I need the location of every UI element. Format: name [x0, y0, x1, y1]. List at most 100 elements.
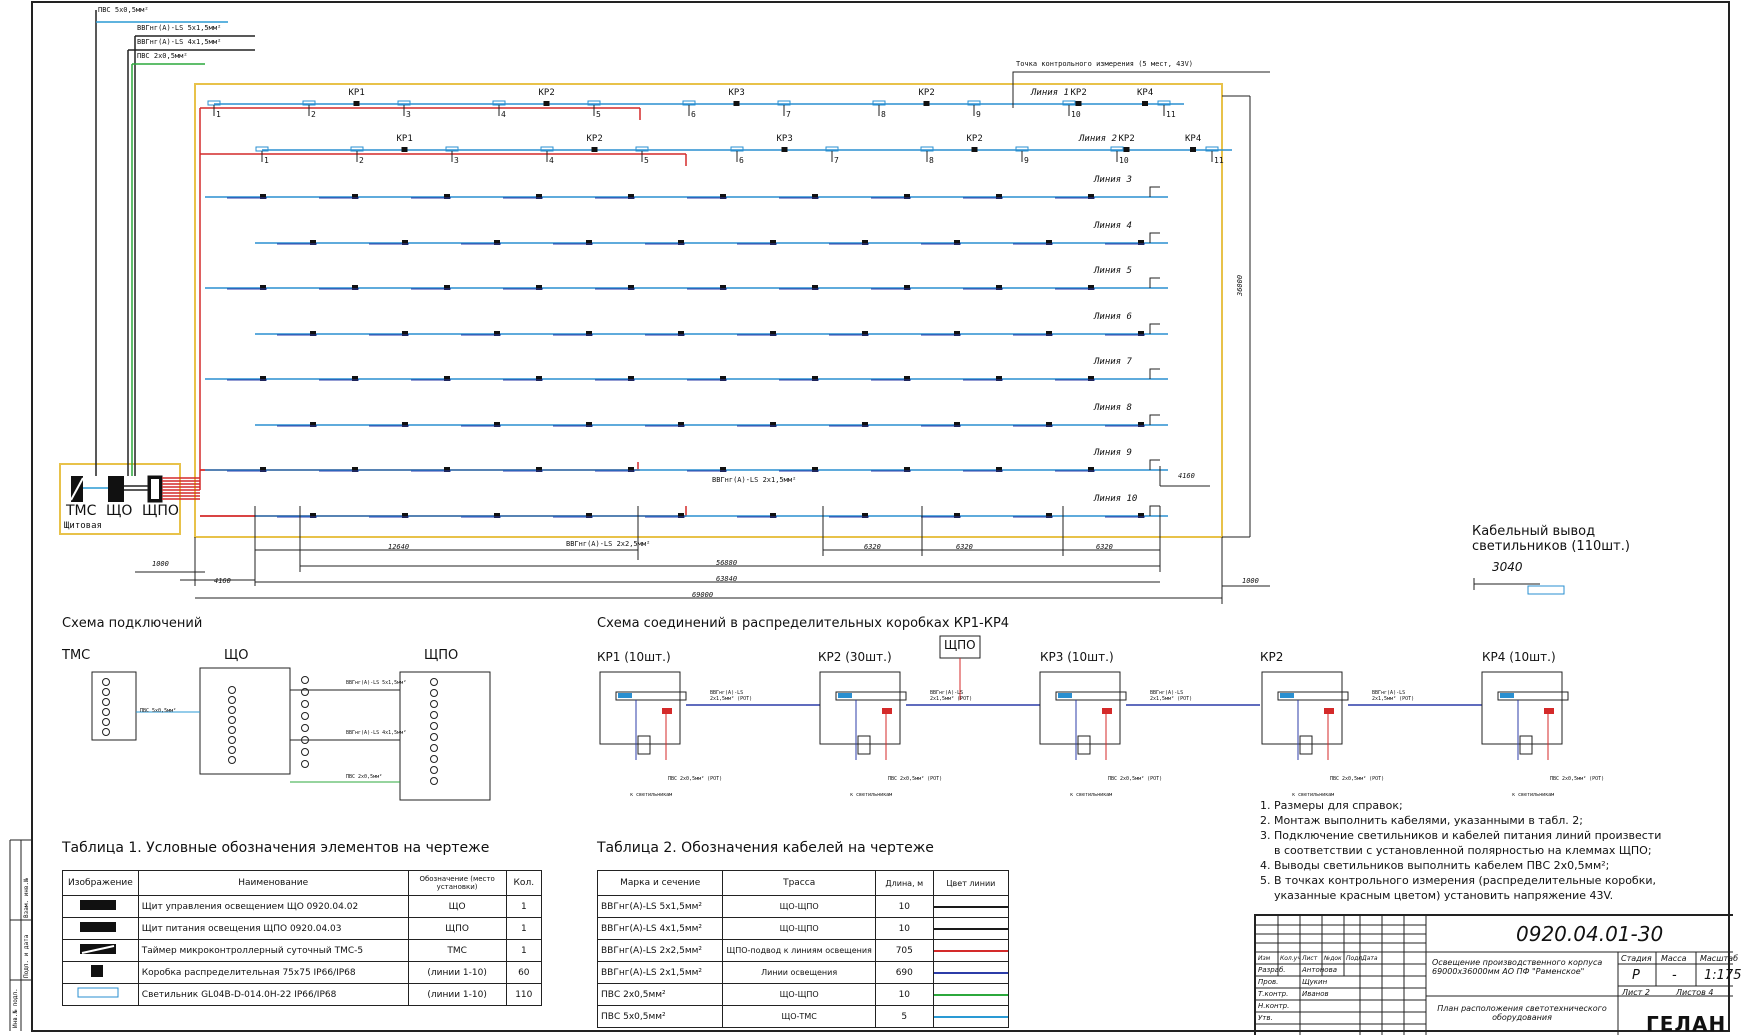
- table2: Марка и сечение Трасса Длина, м Цвет лин…: [596, 870, 1010, 1028]
- terminal-circle: [301, 700, 309, 708]
- line-label: Линия 3: [1094, 175, 1132, 185]
- junction-box: [310, 513, 316, 518]
- table1-header: Обозначение (место установки): [407, 870, 507, 896]
- note-line: 2. Монтаж выполнить кабелями, указанными…: [1260, 814, 1583, 827]
- terminal-circle: [301, 688, 309, 696]
- stamp-row-label: Т.контр.: [1258, 990, 1289, 998]
- cable-label-pvs5: ПВС 5х0,5мм²: [98, 6, 149, 14]
- junction-box: [862, 513, 868, 518]
- table1-qty: 1: [505, 917, 543, 940]
- junction-box: [260, 467, 266, 472]
- stamp-name: Иванов: [1302, 990, 1329, 998]
- junction-box: [352, 285, 358, 290]
- line1-box-label: КР3: [728, 88, 745, 98]
- line2-fixture-number: 1: [264, 156, 269, 165]
- junction-box: [402, 331, 408, 336]
- box-lamps-label: к светильникам: [1292, 792, 1335, 798]
- junction-box: [1088, 376, 1094, 381]
- line1-fixture-number: 1: [216, 110, 221, 119]
- line-label: Линия 7: [1094, 357, 1132, 367]
- table1-code: (линии 1-10): [407, 983, 507, 1006]
- dim-6320a: 6320: [864, 543, 881, 551]
- box-kr3-label: КР3 (10шт.): [1040, 650, 1114, 664]
- line-end-leader: [1149, 459, 1160, 470]
- line1-junction-box: [1075, 101, 1082, 106]
- junction-box: [954, 240, 960, 245]
- box-lamps-label: к светильникам: [1512, 792, 1555, 798]
- line2-fixture-number: 10: [1119, 156, 1129, 165]
- line1-junction-box: [733, 101, 740, 106]
- box-connection-schemes: [599, 635, 1569, 760]
- table2-header: Длина, м: [874, 870, 934, 896]
- terminal-circle: [102, 728, 110, 736]
- junction-box: [770, 513, 776, 518]
- terminal-circle: [228, 686, 236, 694]
- line1-junction-box: [923, 101, 930, 106]
- box-terminal-blue: [838, 693, 852, 698]
- terminal-circle: [102, 688, 110, 696]
- line2-junction-box: [781, 147, 788, 152]
- note-line: 4. Выводы светильников выполнить кабелем…: [1260, 859, 1610, 872]
- table2-mark: ВВГнг(А)-LS 5х1,5мм²: [596, 895, 724, 918]
- dim-4160a: 4160: [214, 577, 231, 585]
- table1-code: (линии 1-10): [407, 961, 507, 984]
- stamp-col-header: Кол.уч: [1280, 955, 1301, 962]
- line1-box-label: КР2: [1070, 88, 1087, 98]
- color-line: [933, 949, 1008, 952]
- table1-name: Светильник GL04В-D-014.0Н-22 IP66/IP68: [137, 983, 409, 1006]
- panel-caption: Щитовая: [64, 521, 102, 531]
- line2-junction-box: [1190, 147, 1196, 152]
- table1-name: Коробка распределительная 75х75 IP66/IP6…: [137, 961, 409, 984]
- table2-length: 10: [874, 917, 934, 940]
- stamp-col-header: Дата: [1362, 955, 1378, 962]
- line2-junction-box: [1123, 147, 1130, 152]
- box-terminal-red: [662, 708, 672, 714]
- junction-box: [402, 422, 408, 427]
- junction-box: [770, 331, 776, 336]
- junction-box: [996, 467, 1002, 472]
- junction-box: [536, 376, 542, 381]
- scheme-cable-b: ВВГнг(А)-LS 5х1,5мм²: [346, 680, 407, 686]
- lighting-lines-group: [205, 100, 1232, 518]
- table1-code: ТМС: [407, 939, 507, 962]
- scheme-shpo-label: ЩПО: [424, 648, 459, 663]
- table-row: Таймер микроконтроллерный суточный ТМС-5…: [62, 939, 543, 962]
- table1: Изображение Наименование Обозначение (ме…: [62, 870, 543, 1006]
- line-label: Линия 8: [1094, 403, 1132, 413]
- junction-box: [260, 194, 266, 199]
- terminal-circle: [430, 711, 438, 719]
- line1-fixture-number: 6: [691, 110, 696, 119]
- line2-junction-box: [591, 147, 598, 152]
- table2-color-swatch: [932, 895, 1010, 918]
- junction-box: [1088, 194, 1094, 199]
- scheme-connections-title: Схема подключений: [62, 616, 203, 631]
- box-outline: [1261, 671, 1343, 745]
- terminal-circle: [228, 736, 236, 744]
- line-end-leader: [1149, 414, 1160, 425]
- junction-box: [402, 513, 408, 518]
- junction-box: [494, 240, 500, 245]
- box-kr2a-label: КР2 (30шт.): [818, 650, 892, 664]
- junction-box: [310, 240, 316, 245]
- junction-box: [586, 422, 592, 427]
- terminal-circle: [430, 766, 438, 774]
- box-terminal-strip: [835, 691, 907, 701]
- box-outline: [599, 671, 681, 745]
- dim-6320c: 6320: [1096, 543, 1113, 551]
- terminal-circle: [228, 756, 236, 764]
- stamp-col-header: Изм: [1258, 955, 1271, 962]
- box-lamp-block: [1519, 735, 1533, 755]
- box-terminal-red: [1544, 708, 1554, 714]
- junction-box: [954, 422, 960, 427]
- line1-fixture-number: 7: [786, 110, 791, 119]
- line-end-leader: [1149, 505, 1160, 516]
- line2-fixture-number: 11: [1214, 156, 1224, 165]
- line1-junction-box: [543, 101, 550, 106]
- note-line: 5. В точках контрольного измерения (расп…: [1260, 874, 1657, 887]
- drawing-frame: [31, 1, 1730, 1032]
- junction-box: [310, 331, 316, 336]
